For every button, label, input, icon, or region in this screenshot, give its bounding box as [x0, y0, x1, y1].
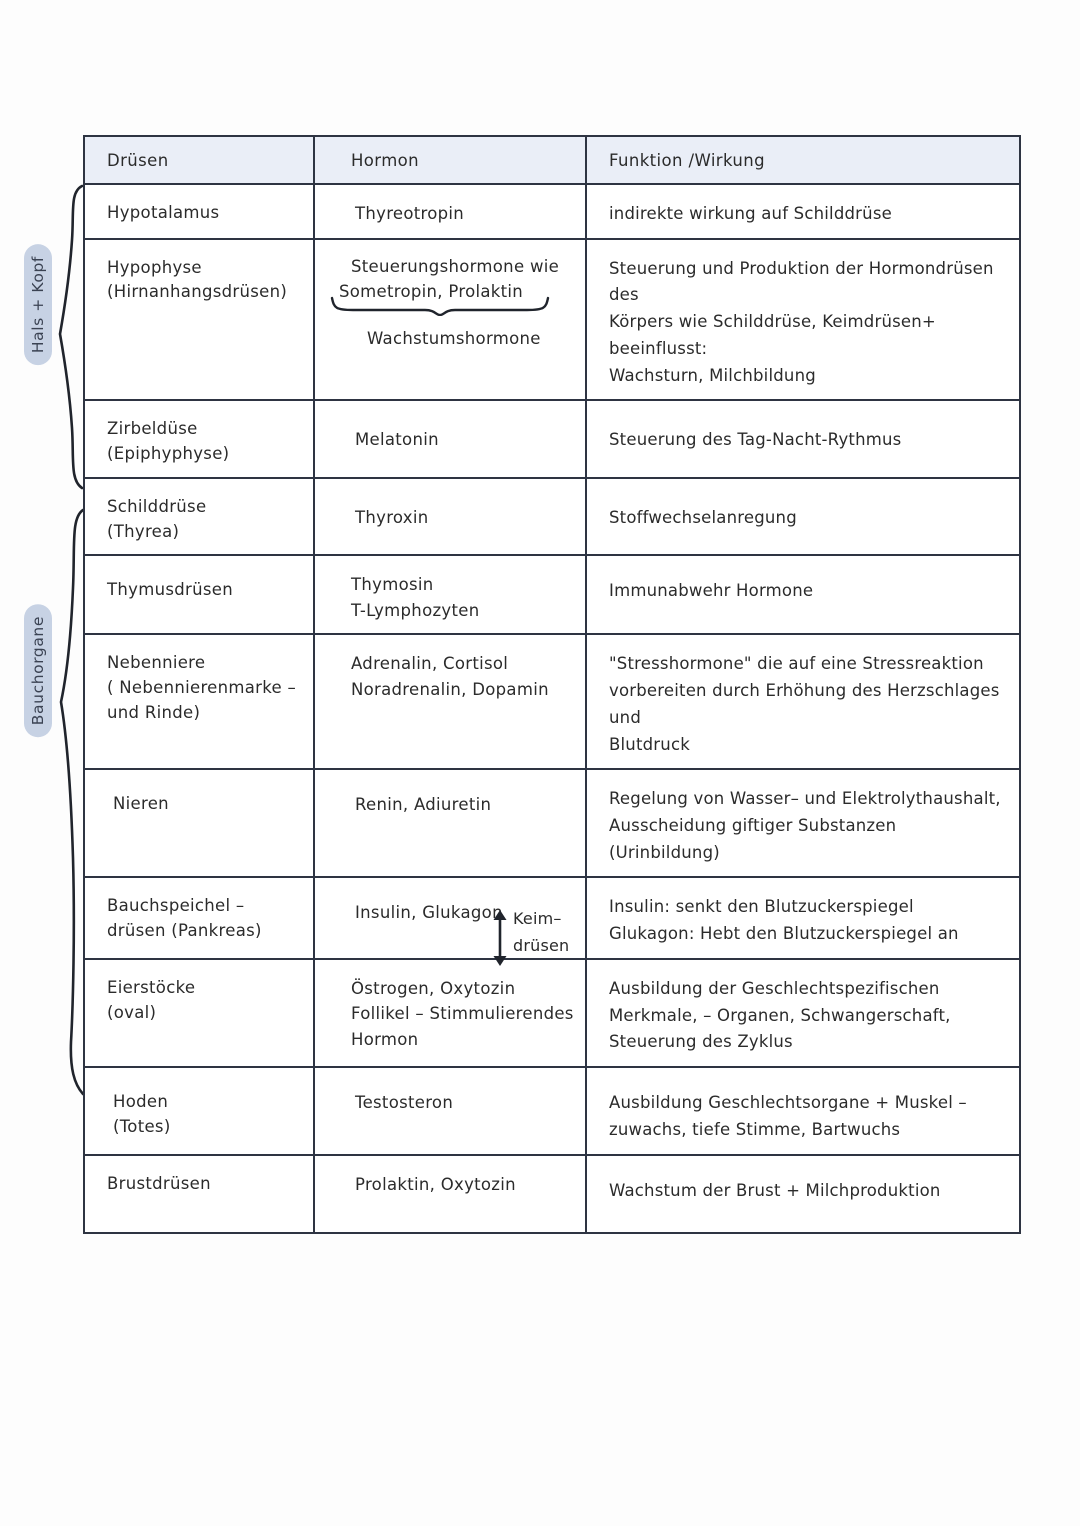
table-row: Hypotalamus Thyreotropin indirekte wirku… [83, 183, 1021, 240]
cell-function: Immunabwehr Hormone [585, 554, 1021, 636]
cell-function: Wachstum der Brust + Milchproduktion [585, 1153, 1021, 1234]
hormone-name: Steuerungshormone wie Sometropin, Prolak… [339, 256, 560, 302]
function-text: Stoffwechselanregung [609, 507, 797, 527]
cell-function: Regelung von Wasser– und Elektrolythaush… [585, 768, 1021, 879]
cell-function: Insulin: senkt den Blutzuckerspiegel Glu… [585, 876, 1021, 960]
hormone-name: Insulin, Glukagon [355, 903, 503, 923]
column-header-gland: Drüsen [83, 135, 315, 185]
gland-name: Thymusdrüsen [107, 580, 233, 600]
cell-gland: Schilddrüse (Thyrea) [83, 476, 315, 557]
function-text: Insulin: senkt den Blutzuckerspiegel Glu… [609, 897, 959, 944]
cell-gland: Brustdrüsen [83, 1153, 315, 1234]
cell-hormone: Thymosin T-Lymphozyten [313, 554, 587, 636]
gland-name: Zirbeldüse (Epiphyphyse) [107, 419, 230, 464]
gland-name: Hypotalamus [107, 203, 220, 222]
gland-name: Eierstöcke (oval) [107, 977, 196, 1022]
table-header-row: Drüsen Hormon Funktion /Wirkung [83, 135, 1021, 185]
gland-name: Brustdrüsen [107, 1173, 211, 1193]
group-label-bauchorgane: Bauchorgane [24, 604, 52, 738]
gland-name: Schilddrüse (Thyrea) [107, 496, 207, 541]
cell-function: Steuerung des Tag-Nacht-Rythmus [585, 399, 1021, 479]
column-header-hormone: Hormon [313, 135, 587, 185]
function-text: indirekte wirkung auf Schilddrüse [609, 204, 892, 223]
cell-gland: Bauchspeichel – drüsen (Pankreas) [83, 876, 315, 960]
function-text: Wachstum der Brust + Milchproduktion [609, 1180, 941, 1200]
hormone-brace-label: Wachstumshormone [367, 328, 541, 348]
cell-gland: Hypophyse (Hirnanhangsdrüsen) [83, 237, 315, 402]
cell-function: Steuerung und Produktion der Hormondrüse… [585, 237, 1021, 402]
cell-hormone: Prolaktin, Oxytozin [313, 1153, 587, 1234]
hormone-name: Östrogen, Oxytozin Follikel – Stimmulier… [351, 978, 574, 1050]
table-row: Hoden (Totes) Testosteron Ausbildung Ges… [83, 1066, 1021, 1156]
column-header-hormone-label: Hormon [351, 151, 420, 170]
function-text: Immunabwehr Hormone [609, 581, 814, 601]
hormone-name: Renin, Adiuretin [355, 795, 492, 815]
table-row: Brustdrüsen Prolaktin, Oxytozin Wachstum… [83, 1153, 1021, 1234]
cell-function: Ausbildung der Geschlechtspezifischen Me… [585, 957, 1021, 1069]
gland-name: Hypophyse (Hirnanhangsdrüsen) [107, 257, 288, 302]
cell-hormone: Thyreotropin [313, 183, 587, 240]
table-row: Nieren Renin, Adiuretin Regelung von Was… [83, 768, 1021, 879]
cell-function: indirekte wirkung auf Schilddrüse [585, 183, 1021, 240]
gland-name: Nebenniere ( Nebennierenmarke – und Rind… [107, 653, 297, 722]
cell-function: "Stresshormone" die auf eine Stressreakt… [585, 633, 1021, 771]
table-row: Hypophyse (Hirnanhangsdrüsen) Steuerungs… [83, 237, 1021, 402]
curly-brace-icon [59, 508, 85, 1096]
cell-hormone: Steuerungshormone wie Sometropin, Prolak… [313, 237, 587, 402]
cell-function: Stoffwechselanregung [585, 476, 1021, 557]
table-row: Zirbeldüse (Epiphyphyse) Melatonin Steue… [83, 399, 1021, 479]
cell-gland: Thymusdrüsen [83, 554, 315, 636]
cell-hormone: Renin, Adiuretin [313, 768, 587, 879]
cell-hormone: Melatonin [313, 399, 587, 479]
table-row: Eierstöcke (oval) Östrogen, Oxytozin Fol… [83, 957, 1021, 1069]
table-row: Schilddrüse (Thyrea) Thyroxin Stoffwechs… [83, 476, 1021, 557]
hormone-name: Thyroxin [355, 507, 429, 527]
function-text: Regelung von Wasser– und Elektrolythaush… [609, 789, 1001, 862]
hormone-name: Prolaktin, Oxytozin [355, 1174, 516, 1194]
function-text: Steuerung des Tag-Nacht-Rythmus [609, 430, 902, 450]
table-row: Nebenniere ( Nebennierenmarke – und Rind… [83, 633, 1021, 771]
group-bracket-bauchorgane: Bauchorgane [8, 506, 86, 1098]
cell-gland: Zirbeldüse (Epiphyphyse) [83, 399, 315, 479]
cell-gland: Hypotalamus [83, 183, 315, 240]
column-header-function: Funktion /Wirkung [585, 135, 1021, 185]
table-row: Thymusdrüsen Thymosin T-Lymphozyten Immu… [83, 554, 1021, 636]
curly-brace-icon [58, 184, 84, 490]
group-label-hals-kopf: Hals + Kopf [24, 244, 52, 366]
function-text: "Stresshormone" die auf eine Stressreakt… [609, 654, 1000, 754]
cell-gland: Nieren [83, 768, 315, 879]
hormone-name: Thymosin T-Lymphozyten [351, 575, 480, 620]
cell-hormone: Adrenalin, Cortisol Noradrenalin, Dopami… [313, 633, 587, 771]
cell-hormone: Testosteron [313, 1066, 587, 1156]
group-bracket-hals-kopf: Hals + Kopf [8, 182, 86, 494]
gland-name: Bauchspeichel – drüsen (Pankreas) [107, 896, 262, 941]
cell-gland: Eierstöcke (oval) [83, 957, 315, 1069]
cell-gland: Hoden (Totes) [83, 1066, 315, 1156]
table-row: Bauchspeichel – drüsen (Pankreas) Insuli… [83, 876, 1021, 960]
gland-name: Hoden (Totes) [113, 1092, 171, 1136]
hormone-brace-group: Steuerungshormone wie Sometropin, Prolak… [315, 240, 585, 354]
column-header-gland-label: Drüsen [107, 151, 169, 170]
cell-gland: Nebenniere ( Nebennierenmarke – und Rind… [83, 633, 315, 771]
hormone-table: Drüsen Hormon Funktion /Wirkung Hypotala… [83, 135, 1021, 1234]
cell-hormone: Östrogen, Oxytozin Follikel – Stimmulier… [313, 957, 587, 1069]
hormone-name: Thyreotropin [355, 204, 465, 223]
function-text: Ausbildung Geschlechtsorgane + Muskel – … [609, 1093, 967, 1139]
cell-function: Ausbildung Geschlechtsorgane + Muskel – … [585, 1066, 1021, 1156]
function-text: Steuerung und Produktion der Hormondrüse… [609, 258, 994, 385]
cell-hormone: Insulin, Glukagon [313, 876, 587, 960]
hormone-name: Melatonin [355, 430, 439, 450]
hormone-name: Testosteron [355, 1093, 454, 1113]
function-text: Ausbildung der Geschlechtspezifischen Me… [609, 978, 951, 1052]
column-header-function-label: Funktion /Wirkung [609, 151, 766, 170]
cell-hormone: Thyroxin [313, 476, 587, 557]
curly-brace-icon [330, 296, 550, 316]
hormone-name: Adrenalin, Cortisol Noradrenalin, Dopami… [351, 654, 549, 699]
gland-name: Nieren [113, 794, 169, 814]
